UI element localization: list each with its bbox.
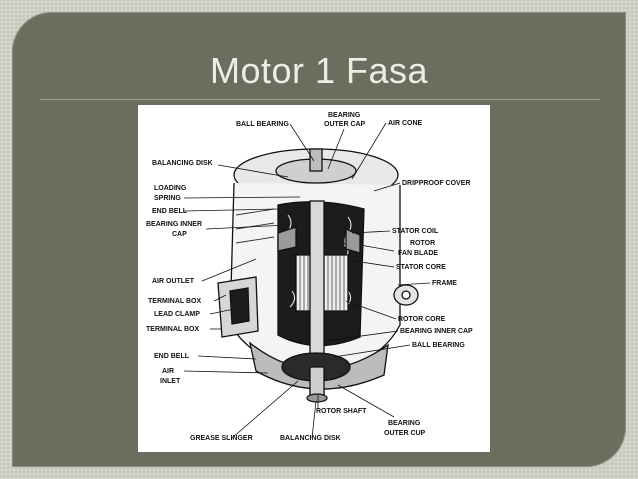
- label-bearing-inner-cap-right: BEARING INNER CAP: [400, 328, 473, 335]
- label-terminal-box-top: TERMINAL BOX: [148, 298, 201, 305]
- label-ball-bearing-top: BALL BEARING: [236, 121, 289, 128]
- label-air-cone: AIR CONE: [388, 120, 423, 127]
- label-bearing-outer-cup-bottom-1: BEARING: [388, 420, 421, 427]
- label-air-inlet-1: AIR: [162, 368, 174, 375]
- label-frame: FRAME: [432, 280, 457, 287]
- label-air-outlet: AIR OUTLET: [152, 278, 195, 285]
- label-bearing-outer-cap-top-2: OUTER CAP: [324, 121, 366, 128]
- label-balancing-disk-top: BALANCING DISK: [152, 160, 213, 167]
- label-bearing-inner-cap-left-1: BEARING INNER: [146, 221, 202, 228]
- diagram-labels: BALL BEARING BEARING OUTER CAP AIR CONE …: [146, 112, 473, 442]
- label-dripproof-cover: DRIPPROOF COVER: [402, 180, 470, 187]
- label-terminal-box-bottom: TERMINAL BOX: [146, 326, 199, 333]
- label-ball-bearing-bottom: BALL BEARING: [412, 342, 465, 349]
- label-lead-clamp: LEAD CLAMP: [154, 311, 200, 318]
- label-bearing-inner-cap-left-2: CAP: [172, 231, 187, 238]
- label-rotor-core: ROTOR CORE: [398, 316, 446, 323]
- label-grease-slinger: GREASE SLINGER: [190, 435, 253, 442]
- motor-body: [217, 148, 419, 403]
- motor-diagram: BALL BEARING BEARING OUTER CAP AIR CONE …: [138, 105, 490, 452]
- label-rotor-fan-blade-2: FAN BLADE: [398, 250, 438, 257]
- label-rotor-fan-blade-1: ROTOR: [410, 240, 435, 247]
- title-divider: [40, 99, 600, 100]
- label-end-bell-top: END BELL: [152, 208, 188, 215]
- label-loading-spring-1: LOADING: [154, 185, 187, 192]
- label-loading-spring-2: SPRING: [154, 195, 181, 202]
- leader-lines: [183, 122, 431, 439]
- motor-cutaway-illustration: BALL BEARING BEARING OUTER CAP AIR CONE …: [146, 112, 473, 442]
- label-bearing-outer-cap-top-1: BEARING: [328, 112, 361, 119]
- label-stator-coil: STATOR COIL: [392, 228, 439, 235]
- slide-title: Motor 1 Fasa: [209, 50, 429, 91]
- label-air-inlet-2: INLET: [160, 378, 181, 385]
- label-end-bell-bottom: END BELL: [154, 353, 190, 360]
- label-balancing-disk-bottom: BALANCING DISK: [280, 435, 341, 442]
- label-stator-core: STATOR CORE: [396, 264, 446, 271]
- label-bearing-outer-cup-bottom-2: OUTER CUP: [384, 430, 426, 437]
- label-rotor-shaft: ROTOR SHAFT: [316, 408, 367, 415]
